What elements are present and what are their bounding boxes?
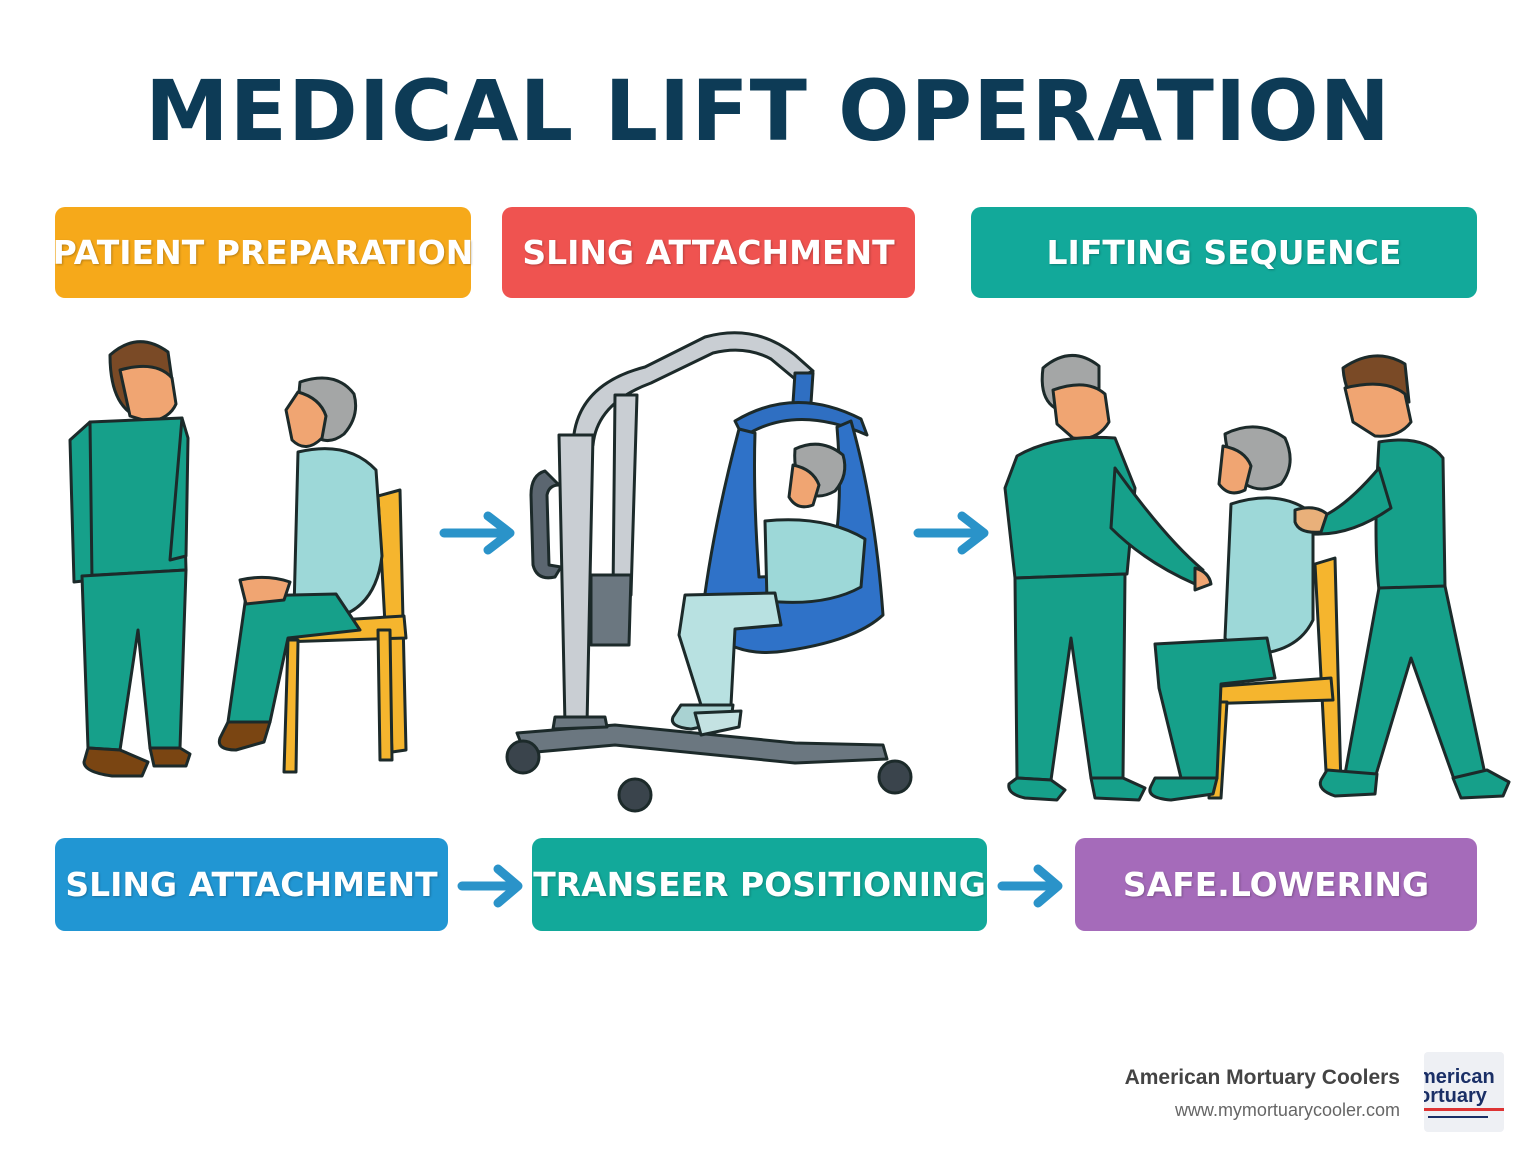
patient-lift-with-sling-illustration	[505, 331, 913, 813]
logo-text-line-2: ortuary	[1424, 1085, 1488, 1107]
step-label: LIFTING SEQUENCE	[1046, 233, 1402, 272]
step-safe-lowering: SAFE.LOWERING	[1075, 838, 1477, 931]
arrow-right-icon	[457, 864, 523, 908]
step-transeer-positioning: TRANSEER POSITIONING	[532, 838, 987, 931]
step-lifting-sequence: LIFTING SEQUENCE	[971, 207, 1477, 298]
step-sling-attachment: SLING ATTACHMENT	[502, 207, 915, 298]
step-label: PATIENT PREPARATION	[52, 233, 474, 272]
brand-name: American Mortuary Coolers	[1124, 1066, 1400, 1089]
step-label: SLING ATTACHMENT	[65, 865, 438, 904]
brand-logo: merican ortuary	[1424, 1052, 1504, 1132]
arrow-right-icon	[913, 511, 989, 555]
brand-url: www.mymortuarycooler.com	[1174, 1100, 1400, 1120]
logo-text-line-1: merican	[1424, 1066, 1495, 1088]
lifting-sequence-illustration	[1003, 354, 1511, 802]
patient-preparation-illustration	[68, 340, 408, 778]
step-label: SAFE.LOWERING	[1122, 865, 1430, 904]
logo-icon: merican ortuary	[1424, 1066, 1504, 1118]
arrow-right-icon	[439, 511, 515, 555]
step-label: TRANSEER POSITIONING	[533, 865, 986, 904]
step-label: SLING ATTACHMENT	[522, 233, 895, 272]
page-title: MEDICAL LIFT OPERATION	[145, 62, 1391, 160]
arrow-right-icon	[997, 864, 1063, 908]
step-patient-preparation: PATIENT PREPARATION	[52, 207, 474, 298]
step-sling-attachment-bottom: SLING ATTACHMENT	[55, 838, 448, 931]
